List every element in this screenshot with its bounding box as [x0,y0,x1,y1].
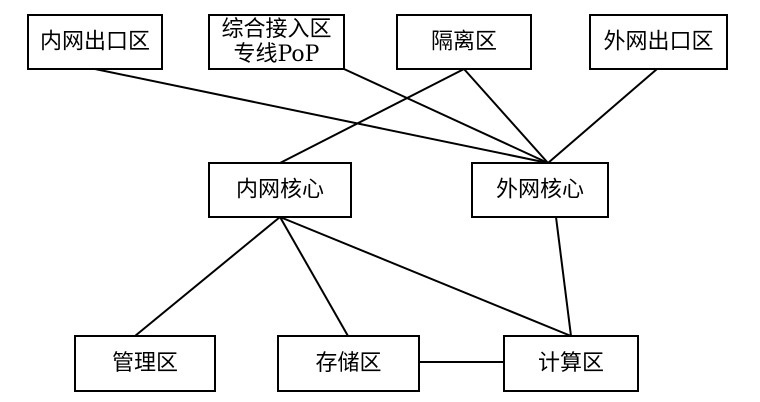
node-label-inner-core: 内网核心 [236,178,324,203]
node-box-outer-exit [589,14,728,70]
edge-access-to-outer-core [343,68,549,164]
node-label-storage: 存储区 [315,351,381,376]
edge-isolation-to-outer-core [463,68,549,164]
node-label-inner-exit: 内网出口区 [40,30,150,55]
edge-inner-exit-to-outer-core [94,68,549,164]
node-label-management: 管理区 [112,351,178,376]
node-outer-exit: 外网出口区 [589,14,728,70]
node-box-inner-exit [27,14,163,70]
edges-layer [94,68,658,363]
edge-isolation-to-inner-core [279,68,465,164]
node-inner-exit: 内网出口区 [27,14,163,70]
node-inner-core: 内网核心 [208,162,352,218]
node-box-compute [503,335,639,392]
edge-outer-core-to-compute [555,216,572,337]
node-box-access [208,14,345,70]
node-label-compute: 计算区 [538,351,604,376]
node-box-outer-core [471,162,609,218]
node-outer-core: 外网核心 [471,162,609,218]
node-compute: 计算区 [503,335,639,392]
node-label-access-line-2: 专线PoP [234,42,320,67]
edge-inner-core-to-management [134,216,281,337]
node-label-access-line-1: 综合接入区 [221,17,331,42]
node-storage: 存储区 [277,335,420,392]
edge-inner-core-to-compute [279,216,572,337]
node-management: 管理区 [74,335,216,392]
edge-inner-core-to-storage [279,216,349,337]
node-label-isolation: 隔离区 [431,30,497,55]
node-box-storage [277,335,420,392]
node-box-isolation [396,14,532,70]
node-box-management [74,335,216,392]
node-box-inner-core [208,162,352,218]
node-label-outer-exit: 外网出口区 [603,30,713,55]
edge-outer-exit-to-outer-core [547,68,658,164]
node-isolation: 隔离区 [396,14,532,70]
node-label-outer-core: 外网核心 [496,178,584,203]
